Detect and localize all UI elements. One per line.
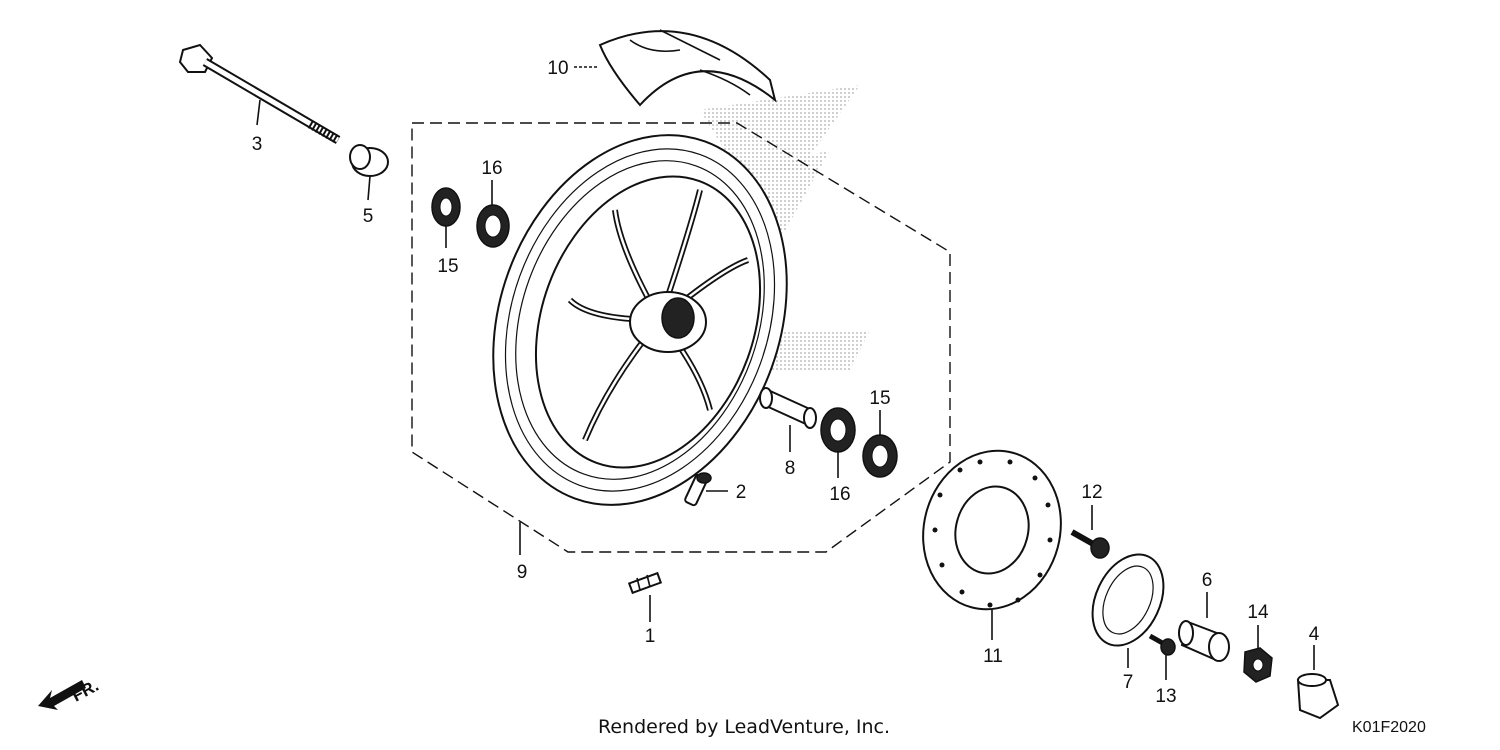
label-8: 8 bbox=[785, 458, 796, 479]
diagram-code: K01F2020 bbox=[1352, 719, 1426, 736]
leader-lines bbox=[256, 66, 1315, 680]
label-11: 11 bbox=[983, 646, 1003, 667]
brake-disc[interactable] bbox=[906, 435, 1079, 625]
axle-nut[interactable] bbox=[1243, 647, 1273, 683]
tire-segment[interactable] bbox=[598, 29, 777, 107]
label-1: 1 bbox=[645, 626, 656, 647]
label-13: 13 bbox=[1155, 686, 1176, 707]
tire-valve[interactable] bbox=[684, 472, 712, 507]
part-labels: 3 5 15 16 10 9 2 8 16 15 1 11 12 7 13 6 … bbox=[252, 58, 1320, 707]
label-3: 3 bbox=[252, 134, 263, 155]
pulser-ring[interactable] bbox=[1079, 543, 1178, 657]
label-9: 9 bbox=[517, 562, 528, 583]
direction-label: FR. bbox=[69, 676, 102, 706]
label-16-right: 16 bbox=[829, 484, 850, 505]
axle-bolt[interactable] bbox=[178, 43, 341, 144]
wheel-assembly-outline bbox=[411, 122, 951, 553]
side-collar[interactable] bbox=[349, 144, 389, 177]
label-16-left: 16 bbox=[481, 158, 502, 179]
label-6: 6 bbox=[1202, 570, 1213, 591]
bearing-left-outer[interactable] bbox=[431, 187, 461, 227]
label-2: 2 bbox=[736, 482, 747, 503]
render-credit: Rendered by LeadVenture, Inc. bbox=[598, 716, 890, 738]
label-5: 5 bbox=[363, 206, 374, 227]
label-12: 12 bbox=[1081, 482, 1102, 503]
dust-seal-right[interactable] bbox=[862, 434, 898, 478]
distance-collar[interactable] bbox=[759, 387, 817, 429]
label-15-right: 15 bbox=[869, 388, 890, 409]
dust-seal-left[interactable] bbox=[476, 204, 510, 248]
right-collar[interactable] bbox=[1178, 620, 1230, 662]
ring-bolt[interactable] bbox=[1148, 633, 1176, 656]
balance-weight[interactable] bbox=[627, 571, 663, 595]
front-direction-arrow: FR. bbox=[38, 676, 102, 710]
label-4: 4 bbox=[1309, 624, 1320, 645]
front-wheel[interactable] bbox=[443, 94, 836, 547]
axle-cap[interactable] bbox=[1296, 673, 1340, 720]
label-14: 14 bbox=[1247, 602, 1269, 623]
label-15-left: 15 bbox=[437, 256, 458, 277]
label-7: 7 bbox=[1123, 672, 1134, 693]
disc-bolt[interactable] bbox=[1070, 529, 1110, 559]
label-10: 10 bbox=[547, 58, 568, 79]
bearing-right[interactable] bbox=[820, 407, 856, 453]
